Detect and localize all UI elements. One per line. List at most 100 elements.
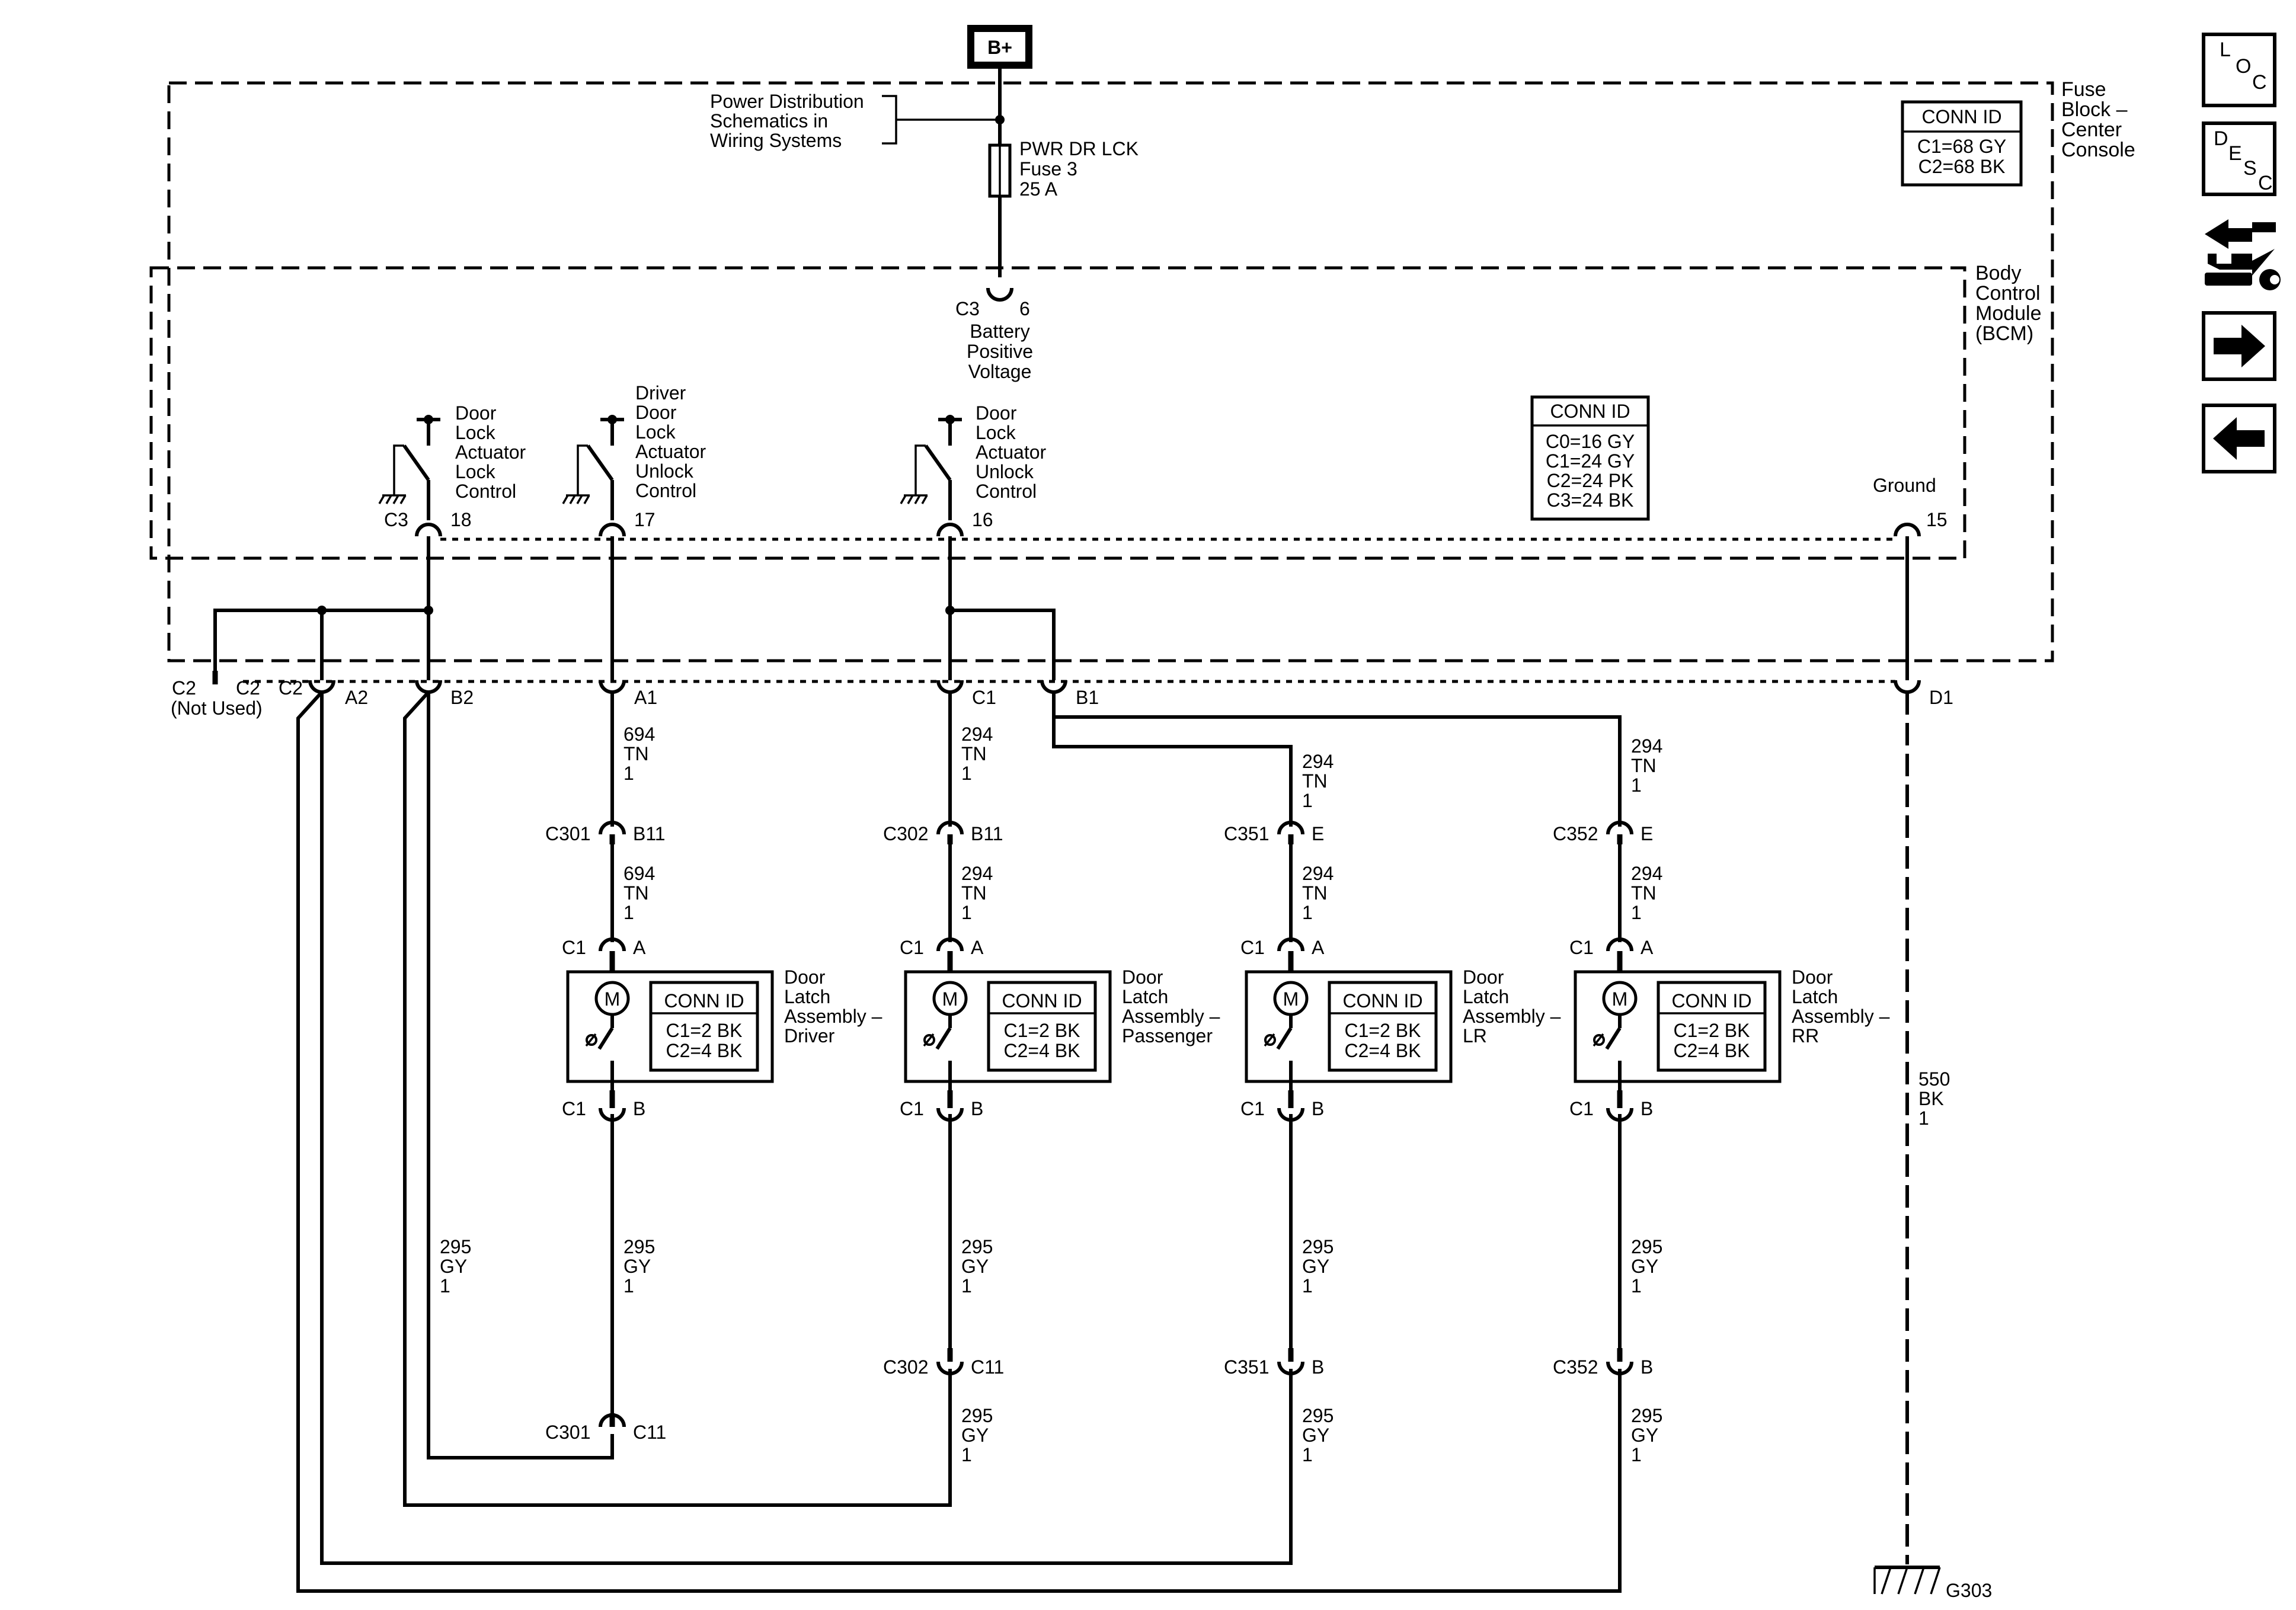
svg-text:TN: TN — [1631, 882, 1657, 904]
svg-text:B: B — [971, 1098, 983, 1119]
svg-text:Fuse: Fuse — [2061, 78, 2106, 101]
svg-text:Actuator: Actuator — [635, 441, 706, 462]
svg-text:C: C — [2258, 172, 2273, 194]
svg-text:C302: C302 — [883, 1356, 929, 1378]
svg-text:C302: C302 — [883, 823, 929, 844]
next-arrow-button[interactable] — [2202, 311, 2276, 381]
svg-text:1: 1 — [1631, 1275, 1642, 1297]
svg-text:1: 1 — [440, 1275, 450, 1297]
external-wiring — [212, 671, 1909, 1593]
svg-text:1: 1 — [1631, 1444, 1642, 1465]
svg-text:Latch: Latch — [1792, 986, 1838, 1007]
svg-text:1: 1 — [1631, 774, 1642, 796]
svg-text:C1=2 BK: C1=2 BK — [1345, 1020, 1421, 1041]
svg-text:17: 17 — [634, 509, 655, 530]
svg-text:295: 295 — [623, 1236, 655, 1257]
svg-text:Lock: Lock — [976, 422, 1016, 443]
svg-text:C2=4 BK: C2=4 BK — [1004, 1040, 1080, 1061]
svg-text:Latch: Latch — [1122, 986, 1168, 1007]
svg-text:A: A — [1312, 937, 1325, 958]
svg-text:B: B — [1641, 1098, 1653, 1119]
svg-text:294: 294 — [1302, 751, 1334, 772]
svg-text:A: A — [1641, 937, 1654, 958]
svg-text:RR: RR — [1792, 1025, 1819, 1046]
svg-text:TN: TN — [1302, 770, 1328, 792]
svg-text:Control: Control — [635, 480, 696, 501]
svg-text:C2=24 PK: C2=24 PK — [1547, 470, 1634, 491]
svg-text:Voltage: Voltage — [968, 361, 1032, 382]
svg-text:Ground: Ground — [1873, 475, 1936, 496]
b-plus-source: B+ — [967, 25, 1032, 69]
svg-text:B: B — [1312, 1356, 1324, 1378]
svg-text:CONN ID: CONN ID — [1002, 990, 1082, 1012]
svg-text:Door: Door — [1122, 966, 1163, 988]
svg-text:Unlock: Unlock — [976, 461, 1034, 482]
svg-text:TN: TN — [1631, 755, 1657, 776]
svg-text:C11: C11 — [971, 1356, 1004, 1378]
svg-text:C1: C1 — [972, 687, 996, 708]
svg-text:294: 294 — [961, 724, 993, 745]
svg-text:Fuse 3: Fuse 3 — [1019, 158, 1077, 180]
svg-text:25 A: 25 A — [1019, 178, 1058, 200]
svg-text:Door: Door — [455, 402, 497, 424]
bcm-switch-unlock-control: Door Lock Actuator Unlock Control 16 — [900, 402, 1047, 537]
svg-text:C2=4 BK: C2=4 BK — [1345, 1040, 1421, 1061]
svg-text:Assembly –: Assembly – — [784, 1006, 882, 1027]
svg-text:Actuator: Actuator — [455, 441, 526, 463]
svg-text:Lock: Lock — [455, 422, 496, 443]
svg-text:Driver: Driver — [635, 382, 686, 404]
fuse-block-conn-id: CONN ID C1=68 GY C2=68 BK — [1901, 100, 2023, 187]
svg-text:C1: C1 — [1569, 1098, 1594, 1119]
svg-text:294: 294 — [1631, 863, 1662, 884]
svg-text:Assembly –: Assembly – — [1463, 1006, 1561, 1027]
svg-text:Positive: Positive — [967, 341, 1033, 362]
svg-text:M: M — [942, 988, 958, 1010]
svg-text:1: 1 — [961, 1444, 972, 1465]
svg-text:295: 295 — [440, 1236, 471, 1257]
svg-text:18: 18 — [450, 509, 472, 530]
svg-text:Control: Control — [455, 481, 516, 502]
svg-text:A1: A1 — [634, 687, 657, 708]
svg-text:GY: GY — [961, 1256, 989, 1277]
svg-text:TN: TN — [623, 882, 649, 904]
svg-text:Driver: Driver — [784, 1025, 835, 1046]
inline-connectors: C301 B11 C302 B11 C351 E C352 E C301 C11… — [545, 821, 1653, 1443]
previous-arrow-button[interactable] — [2202, 404, 2276, 473]
b-plus-label: B+ — [987, 37, 1012, 58]
svg-text:B2: B2 — [450, 687, 474, 708]
svg-text:GY: GY — [1631, 1256, 1658, 1277]
svg-text:TN: TN — [961, 882, 987, 904]
svg-text:294: 294 — [1631, 735, 1662, 757]
bcm-switch-driver-unlock-control: Driver Door Lock Actuator Unlock Control… — [562, 382, 706, 537]
svg-text:M: M — [1612, 988, 1628, 1010]
svg-text:Lock: Lock — [455, 461, 496, 482]
svg-text:Battery: Battery — [970, 321, 1029, 342]
svg-text:550: 550 — [1918, 1068, 1950, 1090]
svg-text:C3: C3 — [955, 298, 980, 319]
power-distribution-reference: Power Distribution Schematics in Wiring … — [710, 91, 1005, 151]
bcm-switch-lock-control: Door Lock Actuator Lock Control C3 18 — [378, 402, 526, 537]
svg-text:Body: Body — [1975, 262, 2022, 284]
bcm-battery-input: C3 6 Battery Positive Voltage — [955, 287, 1033, 382]
description-button[interactable]: D E S C — [2202, 121, 2276, 196]
svg-text:6: 6 — [1019, 298, 1030, 319]
bcm-boundary: Body Control Module (BCM) — [149, 262, 2042, 560]
svg-text:1: 1 — [1302, 1444, 1313, 1465]
svg-text:295: 295 — [961, 1236, 993, 1257]
fuse-block-pins: C2 C2 (Not Used) C2 A2 B2 A1 C1 B1 D1 — [171, 677, 1953, 719]
location-button[interactable]: L O C — [2202, 33, 2276, 107]
svg-text:C2: C2 — [236, 677, 260, 699]
svg-text:295: 295 — [1631, 1236, 1662, 1257]
svg-text:C352: C352 — [1553, 1356, 1598, 1378]
svg-text:1: 1 — [1302, 902, 1313, 923]
connector-wrench-icon[interactable] — [2205, 219, 2281, 290]
svg-text:G303: G303 — [1946, 1580, 1992, 1601]
svg-text:LR: LR — [1463, 1025, 1487, 1046]
svg-text:GY: GY — [1302, 1425, 1329, 1446]
svg-text:CONN ID: CONN ID — [1342, 990, 1422, 1012]
svg-text:1: 1 — [1302, 1275, 1313, 1297]
svg-text:Power Distribution: Power Distribution — [710, 91, 864, 112]
